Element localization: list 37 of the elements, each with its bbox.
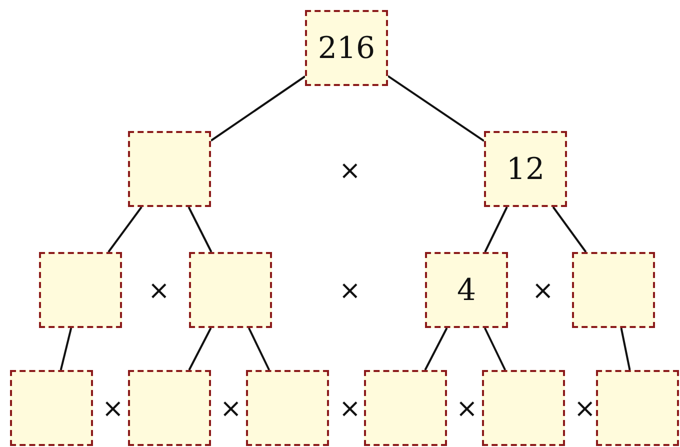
empty-box — [39, 252, 122, 328]
multiplication-sign: × — [148, 278, 170, 304]
empty-box — [572, 252, 655, 328]
multiplication-sign: × — [532, 278, 554, 304]
connector-line — [210, 76, 306, 142]
connector-line — [188, 328, 212, 370]
empty-box — [596, 370, 679, 446]
empty-box — [128, 370, 211, 446]
connector-line — [188, 206, 212, 252]
connector-line — [484, 206, 508, 252]
connector-line — [552, 206, 587, 253]
connector-line — [108, 206, 142, 253]
connector-line — [60, 328, 72, 370]
connector-line — [387, 75, 485, 142]
connector-line — [248, 328, 270, 370]
multiplication-sign: × — [220, 396, 242, 422]
number: 216 — [318, 30, 376, 66]
multiplication-sign: × — [339, 278, 361, 304]
multiplication-sign: × — [339, 396, 361, 422]
multiplication-sign: × — [574, 396, 596, 422]
empty-box — [482, 370, 565, 446]
empty-box — [364, 370, 447, 446]
connector-line — [620, 328, 631, 370]
empty-box — [128, 131, 211, 207]
empty-box — [10, 370, 93, 446]
connector-line — [484, 328, 506, 370]
multiplication-sign: × — [456, 396, 478, 422]
number-box — [425, 252, 508, 328]
multiplication-sign: × — [102, 396, 124, 422]
empty-box — [189, 252, 272, 328]
number-box — [305, 10, 388, 86]
empty-box — [246, 370, 329, 446]
connector-line — [424, 328, 448, 370]
number-box — [484, 131, 567, 207]
number: 12 — [506, 152, 545, 186]
multiplication-sign: × — [339, 158, 361, 184]
number: 4 — [456, 272, 476, 308]
